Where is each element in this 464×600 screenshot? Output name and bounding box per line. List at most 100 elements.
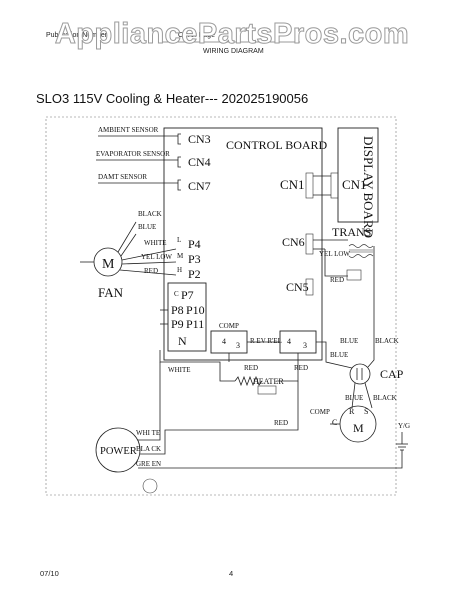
fan-wire-yellow xyxy=(121,261,177,265)
power-pin-group xyxy=(167,282,207,352)
pin-c-letter: C xyxy=(174,290,179,298)
power-label: POWER xyxy=(100,446,137,457)
cn7-bracket xyxy=(177,179,181,191)
fan-wire-red-label: RED xyxy=(144,267,158,275)
compressor-label: COMP xyxy=(310,408,330,416)
comp-relay xyxy=(210,330,248,354)
header-mid-caption: Cover Page xyxy=(178,32,215,39)
cn1-board-label: CN1 xyxy=(280,177,305,192)
fan-wire-blue xyxy=(120,233,137,257)
fan-label: FAN xyxy=(98,285,124,300)
rev-relay-label: R EV R'EL xyxy=(250,337,282,345)
capacitor xyxy=(349,363,371,385)
pin-l-letter: L xyxy=(177,236,181,244)
defrost-sensor-label: DAMT SENSOR xyxy=(98,173,147,181)
trans-wire-red-run xyxy=(324,249,348,277)
ground-label: Y/G xyxy=(398,422,410,430)
comp-relay-pin-4: 4 xyxy=(222,337,226,346)
p9-label: P9 xyxy=(171,317,184,331)
trans-lead-block xyxy=(346,269,362,281)
heater-wire-white xyxy=(159,350,235,382)
power-wire-white xyxy=(138,362,161,441)
footer-page-number: 4 xyxy=(229,569,233,578)
cn1-display-socket xyxy=(330,172,339,199)
compressor-pin-s: S xyxy=(364,407,368,416)
rev-relay xyxy=(279,330,317,354)
p10-label: P10 xyxy=(186,303,205,317)
cn6-label: CN6 xyxy=(282,235,305,249)
fan-wire-black xyxy=(117,221,137,253)
cn3-label: CN3 xyxy=(188,132,211,146)
power-wire-black-label: BLA CK xyxy=(136,445,161,453)
cap-to-compressor-blue xyxy=(351,382,356,409)
rev-relay-pin-3: 3 xyxy=(303,341,307,350)
heater-wire-red3-label: RED xyxy=(274,419,288,427)
fan-wire-yellow-label: YEL LOW xyxy=(141,253,172,261)
power-wire-joint xyxy=(142,478,158,494)
cn1-board-socket xyxy=(305,172,314,199)
power-wire-green xyxy=(138,450,403,469)
heater-wire-white-label: WHITE xyxy=(168,366,191,374)
cn5-label: CN5 xyxy=(286,280,309,294)
pin-h-letter: H xyxy=(177,266,182,274)
comp-relay-label: COMP xyxy=(219,322,239,330)
p8-label: P8 xyxy=(171,303,184,317)
power-plug xyxy=(95,427,141,473)
compressor-symbol: M xyxy=(353,421,364,435)
pin-m-letter: M xyxy=(177,252,184,260)
compressor-pin-c: C xyxy=(332,418,337,427)
fan-motor-symbol: M xyxy=(102,257,115,272)
cap-wire-blue xyxy=(316,341,353,369)
fan-wire-blue-label: BLUE xyxy=(138,223,156,231)
cap-wire-blue-label: BLUE xyxy=(340,337,358,345)
rev-relay-pin-4: 4 xyxy=(287,337,291,346)
cn1-display-label: CN1 xyxy=(342,177,367,192)
trans-label: TRANS xyxy=(332,225,371,239)
p3-label: P3 xyxy=(188,252,201,266)
footer-date: 07/10 xyxy=(40,569,59,578)
cn7-label: CN7 xyxy=(188,179,211,193)
n-label: N xyxy=(178,334,187,348)
cap-label: CAP xyxy=(380,367,404,381)
p2-label: P2 xyxy=(188,267,201,281)
fan-wire-red xyxy=(119,269,177,276)
cap-wire-black2-label: BLACK xyxy=(373,394,397,402)
trans-secondary-coil xyxy=(348,254,374,258)
cap-wire-blue2-label: BLUE xyxy=(330,351,348,359)
cap-wire-blue3-label: BLUE xyxy=(345,394,363,402)
trans-primary-coil xyxy=(348,244,374,248)
cap-wire-black xyxy=(367,262,375,368)
diagram-title: SLO3 115V Cooling & Heater--- 2020251900… xyxy=(36,91,308,106)
fan-wire-black-label: BLACK xyxy=(138,210,162,218)
p11-label: P11 xyxy=(186,317,204,331)
fan-wire-white xyxy=(121,248,177,261)
trans-wire-yellow-label: YEL LOW xyxy=(319,250,350,258)
heater-label: HEATER xyxy=(253,377,284,386)
cn4-bracket xyxy=(177,156,181,168)
evaporator-sensor-label: EVAPORATOR SENSOR xyxy=(96,150,170,158)
heater-fuse xyxy=(257,385,277,395)
heater-wire-red2-label: RED xyxy=(294,364,308,372)
cap-wire-black-label: BLACK xyxy=(375,337,399,345)
p7-label: P7 xyxy=(181,288,194,302)
display-board-label: DISPLAY BOARD xyxy=(361,136,376,238)
header-subtitle: WIRING DIAGRAM xyxy=(203,48,264,55)
power-wire-white-label: WHI TE xyxy=(136,429,160,437)
cap-to-compressor-black xyxy=(364,382,373,409)
watermark: AppliancePartsPros.com xyxy=(55,18,409,50)
power-wire-green-label: GRE EN xyxy=(136,460,161,468)
fan-wire-white-label: WHITE xyxy=(144,239,167,247)
control-board xyxy=(163,127,323,361)
heater-element xyxy=(234,375,263,387)
p4-label: P4 xyxy=(188,237,201,251)
heater-wire-red-label: RED xyxy=(244,364,258,372)
cn5-socket xyxy=(305,278,314,296)
header-left-caption: Publication Number xyxy=(46,32,108,39)
compressor-pin-r: R xyxy=(349,407,355,416)
cn4-label: CN4 xyxy=(188,155,211,169)
ambient-sensor-label: AMBIENT SENSOR xyxy=(98,126,159,134)
comp-relay-pin-3: 3 xyxy=(236,341,240,350)
cn6-socket xyxy=(305,233,314,255)
